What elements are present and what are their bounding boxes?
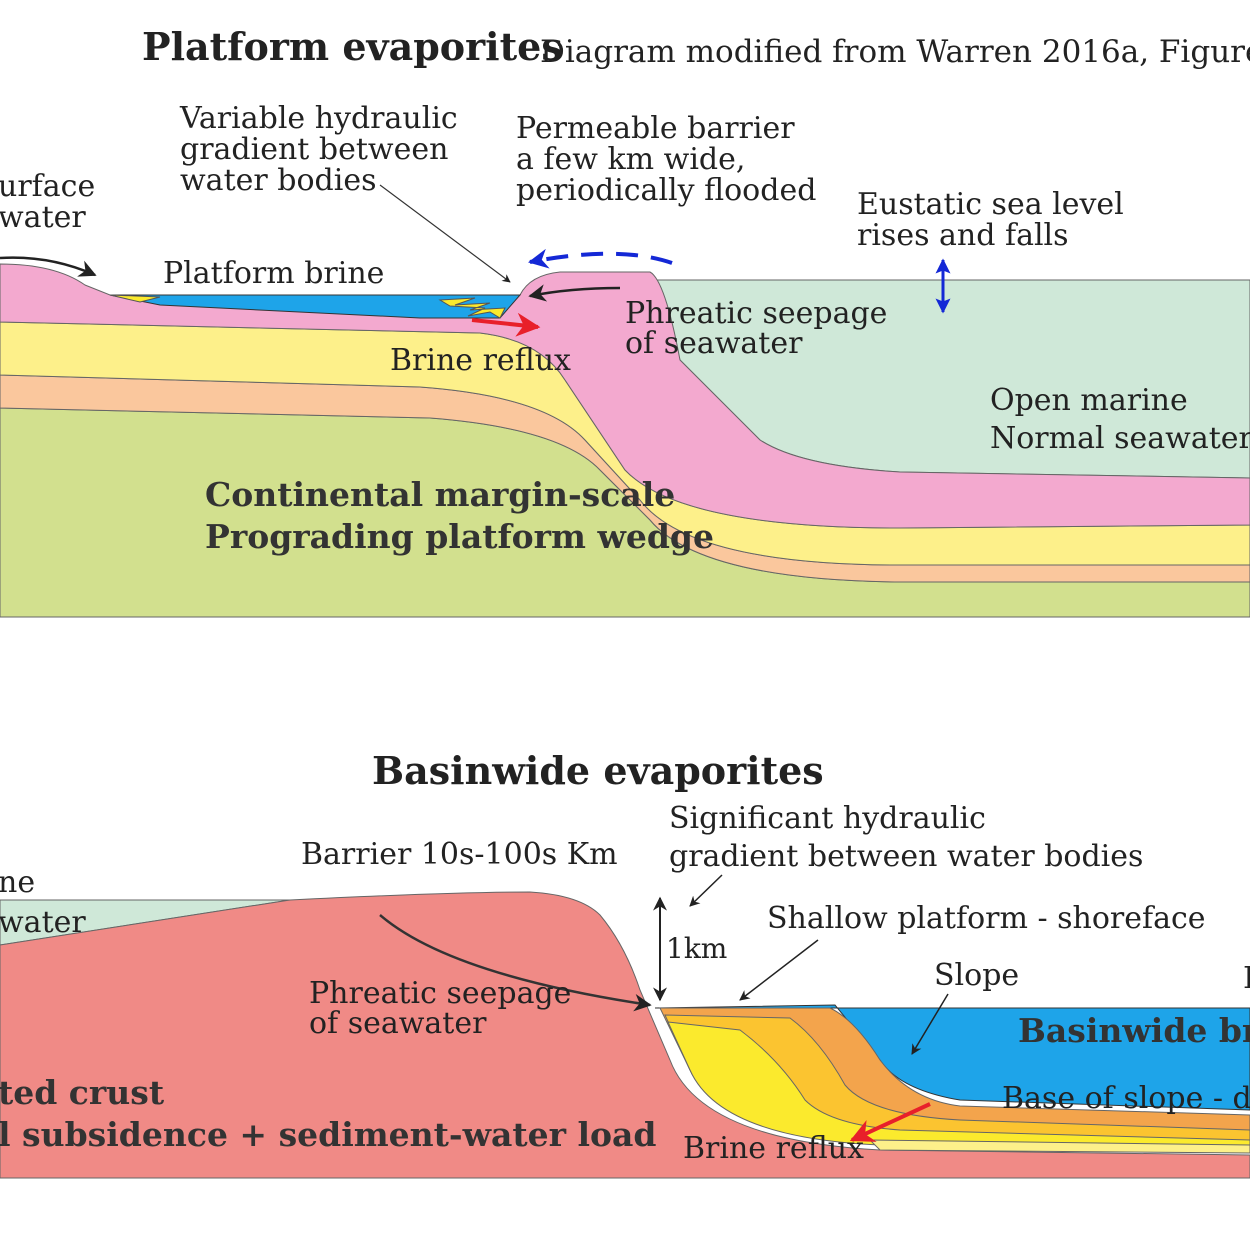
barrier-label: Barrier 10s-100s Km — [301, 837, 618, 872]
scale-label: 1km — [666, 932, 727, 965]
slope-label: Slope — [934, 958, 1019, 993]
thinned-crust — [0, 891, 1250, 1179]
brine-reflux-label: Brine reflux — [390, 343, 571, 378]
hydraulic-label-3: water bodies — [180, 163, 376, 198]
basinwide-brine-label: Basinwide brine — [1018, 1011, 1250, 1050]
hydraulic-pointer-bottom — [689, 874, 723, 907]
phreatic-label-2: of seawater — [625, 326, 803, 361]
platform-brine-label: Platform brine — [163, 256, 384, 291]
wedge-label-1: Continental margin-scale — [205, 475, 675, 514]
surface-water-label-1: urface — [0, 169, 95, 204]
eustatic-label-2: rises and falls — [857, 218, 1069, 253]
top-subtitle: Diagram modified from Warren 2016a, Figu… — [540, 34, 1250, 70]
bottom-hydraulic-label-2: gradient between water bodies — [669, 839, 1143, 874]
bottom-phreatic-label-2: of seawater — [309, 1006, 487, 1041]
crust-label-1: ted crust — [0, 1073, 165, 1112]
reflux-arrow — [471, 312, 541, 337]
marine-label-2: water — [0, 905, 86, 940]
edge-letter: I — [1243, 961, 1250, 996]
open-marine-label-2: Normal seawater — [990, 421, 1250, 456]
barrier-label-2: a few km wide, — [516, 142, 745, 177]
seepage-arrow — [528, 284, 621, 302]
hydraulic-pointer — [379, 184, 511, 283]
hydraulic-label-1: Variable hydraulic — [179, 101, 458, 136]
flooding-arrow — [528, 248, 673, 269]
platform-brine-pool — [109, 294, 522, 319]
bottom-title: Basinwide evaporites — [372, 748, 824, 793]
evaporite-fringe-left — [109, 294, 161, 303]
slope-pale-layer — [868, 1139, 1250, 1154]
top-title: Platform evaporites — [142, 24, 563, 69]
base-of-slope-label: Base of slope - dee — [1002, 1081, 1250, 1116]
barrier-label-1: Permeable barrier — [516, 111, 795, 146]
barrier-label-3: periodically flooded — [516, 173, 816, 208]
pink-layer — [0, 263, 1250, 529]
phreatic-label-1: Phreatic seepage — [625, 296, 887, 331]
shallow-label: Shallow platform - shoreface — [767, 901, 1206, 936]
wedge-label-2: Prograding platform wedge — [205, 517, 714, 556]
hydraulic-label-2: gradient between — [180, 132, 448, 167]
evaporite-fringe — [438, 297, 506, 319]
surface-water-arrow — [0, 256, 97, 277]
crust-label-2: l subsidence + sediment-water load — [0, 1115, 657, 1154]
surface-water-label-2: water — [0, 200, 86, 235]
bottom-hydraulic-label-1: Significant hydraulic — [669, 801, 986, 836]
eustatic-label-1: Eustatic sea level — [857, 187, 1124, 222]
open-marine-label-1: Open marine — [990, 383, 1188, 418]
bottom-phreatic-label-1: Phreatic seepage — [309, 976, 571, 1011]
bottom-panel: Basinwide evaporites ne water Barrier 10… — [0, 748, 1250, 1179]
marine-label-1: ne — [0, 865, 35, 900]
bottom-seepage-arrow — [379, 914, 652, 1012]
shallow-pointer — [739, 939, 819, 1001]
slope-pointer — [911, 993, 949, 1055]
top-panel: Platform evaporites Diagram modified fro… — [0, 24, 1250, 618]
bottom-reflux-arrow — [849, 1102, 931, 1142]
bottom-brine-reflux-label: Brine reflux — [683, 1131, 864, 1166]
